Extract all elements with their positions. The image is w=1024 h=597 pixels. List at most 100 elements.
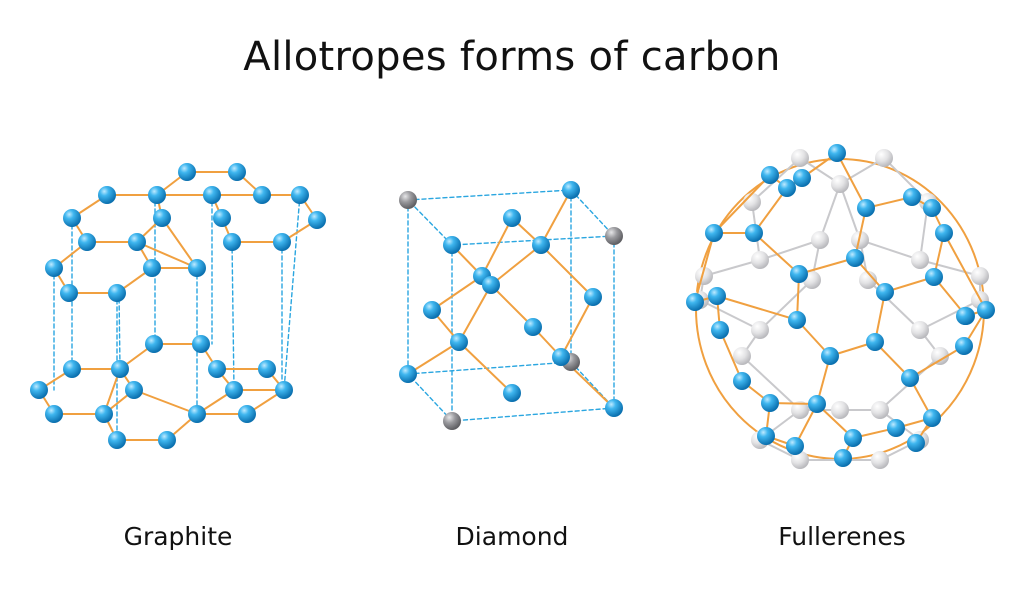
graphite-top-atom-12 [128,233,146,251]
diamond-cell-edge-7 [407,373,453,422]
graphite-bottom-atom-7 [125,381,143,399]
graphite-top-atom-19 [108,284,126,302]
fullerene-atom-24 [761,394,779,412]
fullerene-back-bond-17 [919,299,981,331]
graphite-top-atom-5 [291,186,309,204]
fullerene-bond-16 [694,232,715,303]
graphite-top-atom-9 [213,209,231,227]
diamond-bond-11 [560,296,594,358]
fullerene-atom-17 [821,347,839,365]
graphite-bottom-atom-12 [188,405,206,423]
fullerene-atom-32 [887,419,905,437]
graphite-bottom-atom-8 [225,381,243,399]
fullerene-bond-9 [753,232,800,275]
diamond-bond-5 [490,284,534,328]
graphite-label: Graphite [123,522,233,551]
graphite-top-atom-14 [273,233,291,251]
diamond-bond-12 [458,341,513,394]
fullerenes-label: Fullerenes [778,522,906,551]
fullerene-atom-15 [708,287,726,305]
graphite-bottom-atom-9 [275,381,293,399]
graphite-top-atom-8 [153,209,171,227]
fullerene-back-atom-6 [811,231,829,249]
fullerene-atom-10 [846,249,864,267]
fullerene-back-bond-8 [759,239,821,261]
graphite-structure [30,163,326,449]
fullerene-atom-18 [866,333,884,351]
graphite-top-atom-4 [253,186,271,204]
fullerene-atom-8 [745,224,763,242]
diamond-label: Diamond [455,522,569,551]
graphite-interlayer-dash-8 [231,241,235,391]
graphite-bottom-atom-4 [208,360,226,378]
fullerene-back-atom-23 [831,401,849,419]
fullerene-atom-30 [844,429,862,447]
fullerene-atom-14 [686,293,704,311]
fullerene-atom-22 [711,321,729,339]
fullerene-back-atom-21 [791,451,809,469]
fullerene-atom-23 [733,372,751,390]
fullerene-bond-26 [909,345,965,379]
fullerene-back-bond-16 [699,299,761,331]
graphite-top-atom-13 [223,233,241,251]
fullerene-atom-6 [923,199,941,217]
fullerene-back-atom-15 [733,347,751,365]
fullerene-back-atom-14 [911,321,929,339]
fullerene-atom-21 [955,337,973,355]
fullerene-structure [686,144,995,469]
fullerene-atom-27 [923,409,941,427]
fullerene-atom-0 [828,144,846,162]
fullerene-back-bond-12 [703,259,761,277]
diamond-atom-12 [450,333,468,351]
fullerene-atom-26 [901,369,919,387]
fullerene-back-atom-1 [875,149,893,167]
diamond-atom-11 [584,288,602,306]
fullerene-atom-1 [761,166,779,184]
fullerene-atom-13 [925,268,943,286]
diamond-corner-atom-2 [443,412,461,430]
graphite-bottom-atom-10 [45,405,63,423]
fullerene-atom-9 [790,265,808,283]
fullerene-bond-3 [836,152,867,209]
diamond-atom-16 [503,384,521,402]
fullerene-bond-42 [943,232,987,311]
fullerene-back-atom-25 [859,271,877,289]
fullerene-back-atom-9 [695,267,713,285]
graphite-top-atom-17 [188,259,206,277]
graphite-top-atom-15 [45,259,63,277]
fullerene-back-bond-13 [919,259,981,277]
fullerene-back-bond-4 [819,183,841,241]
graphite-bottom-atom-6 [30,381,48,399]
diamond-atom-5 [503,209,521,227]
graphite-top-atom-3 [203,186,221,204]
diamond-atom-15 [552,348,570,366]
fullerene-atom-11 [876,283,894,301]
fullerene-back-atom-3 [831,175,849,193]
fullerene-atom-25 [808,395,826,413]
graphite-top-atom-16 [143,259,161,277]
diamond-bond-10 [540,244,594,298]
graphite-top-atom-18 [60,284,78,302]
diamond-structure [399,181,623,430]
graphite-bottom-atom-3 [111,360,129,378]
graphite-bottom-atom-2 [63,360,81,378]
diamond-atom-4 [562,181,580,199]
diamond-cell-edge-4 [407,361,572,375]
fullerene-back-atom-13 [751,321,769,339]
fullerene-atom-5 [903,188,921,206]
fullerene-back-atom-10 [971,267,989,285]
fullerene-back-bond-9 [859,239,921,261]
diamond-atom-9 [482,276,500,294]
fullerene-atom-20 [977,301,995,319]
diamond-corner-atom-1 [605,227,623,245]
fullerene-back-bond-20 [759,279,813,331]
fullerene-atom-2 [778,179,796,197]
diamond-bond-1 [481,217,513,277]
fullerene-atom-7 [705,224,723,242]
graphite-top-bond-17 [136,241,198,269]
graphite-bottom-atom-0 [145,335,163,353]
fullerene-back-atom-16 [931,347,949,365]
fullerene-back-atom-22 [871,451,889,469]
graphite-bottom-atom-13 [238,405,256,423]
